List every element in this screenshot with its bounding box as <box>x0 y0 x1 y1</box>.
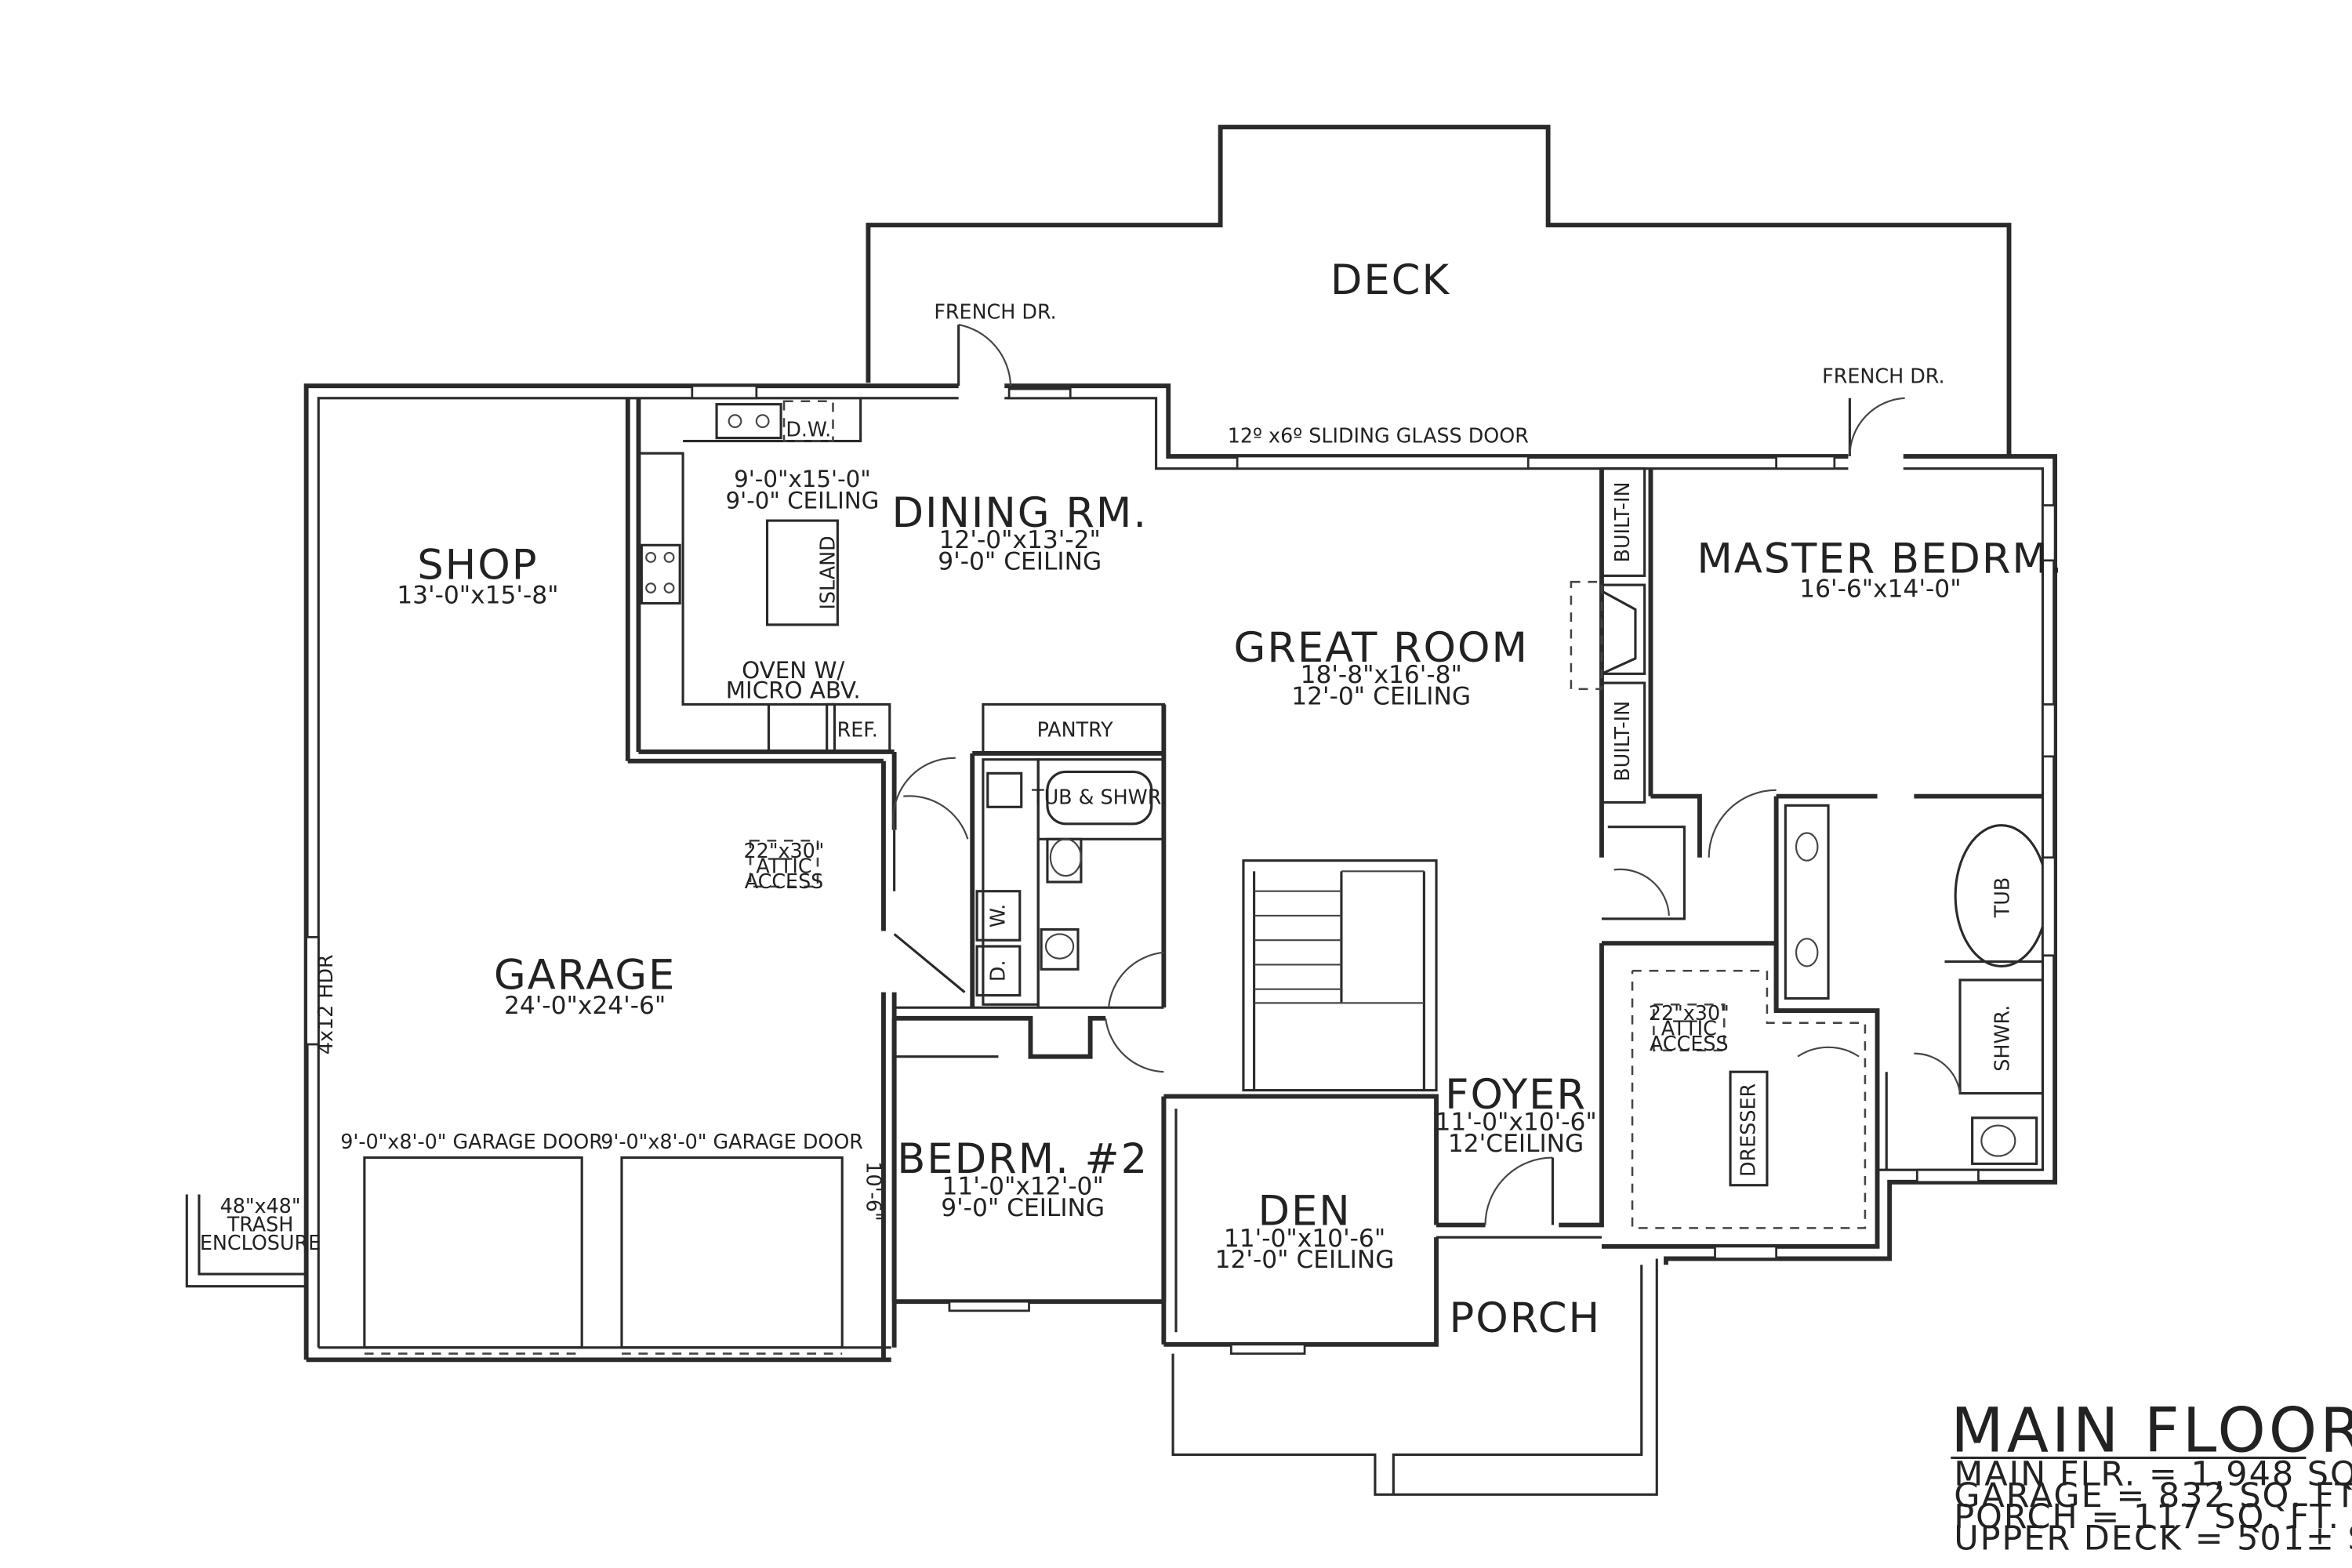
garage-attic-line1: 22"x30" <box>744 839 825 862</box>
exterior-walls <box>303 383 2058 1363</box>
kitchen-size: 9'-0"x15'-0" <box>734 466 871 492</box>
shower-label: SHWR. <box>1991 1005 2014 1072</box>
foyer-size: 11'-0"x10'-6" <box>1435 1108 1596 1136</box>
island-label: ISLAND <box>815 535 839 609</box>
oven-label-line1: OVEN W/ <box>742 657 844 684</box>
garage-attic-line2: ATTIC <box>756 854 811 877</box>
den-ceiling: 12'-0" CEILING <box>1215 1246 1395 1274</box>
master-attic-line1: 22"x30" <box>1649 1001 1730 1025</box>
master-attic-line2: ATTIC <box>1661 1016 1717 1040</box>
master-label: MASTER BEDRM. <box>1697 535 2063 583</box>
bedroom2-ceiling: 9'-0" CEILING <box>941 1194 1105 1222</box>
porch-label: PORCH <box>1450 1294 1602 1342</box>
ref-label: REF. <box>837 717 878 741</box>
bedroom2-size: 11'-0"x12'-0" <box>942 1172 1104 1200</box>
den-size: 11'-0"x10'-6" <box>1224 1225 1385 1253</box>
oven-label-line2: MICRO ABV. <box>726 677 861 704</box>
french-door-right-label: FRENCH DR. <box>1822 364 1944 387</box>
dining-size: 12'-0"x13'-2" <box>939 526 1101 554</box>
garage-door-left-label: 9'-0"x8'-0" GARAGE DOOR <box>340 1130 603 1153</box>
summary-garage: GARAGE = 832 SQ. FT. <box>1954 1476 2352 1515</box>
summary-upper-deck: UPPER DECK = 501± SQ. FT. <box>1954 1519 2352 1559</box>
summary-porch: PORCH = 117 SQ. FT. <box>1954 1497 2340 1537</box>
summary-main-floor: MAIN FLR. = 1,948 SQ. FT. <box>1954 1455 2352 1494</box>
summary-title: MAIN FLOOR LEVE <box>1951 1396 2352 1467</box>
garage-label: GARAGE <box>494 952 676 1000</box>
den-label: DEN <box>1258 1188 1351 1236</box>
master-attic-line3: ACCESS <box>1650 1032 1729 1055</box>
garage-attic-line3: ACCESS <box>745 869 824 893</box>
dresser-label: DRESSER <box>1736 1083 1759 1177</box>
header-label: 4x12 HDR <box>314 954 337 1054</box>
great-room-size: 18'-8"x16'-8" <box>1301 661 1462 689</box>
dryer-label: D. <box>985 960 1009 982</box>
great-room-label: GREAT ROOM <box>1234 624 1529 672</box>
master-size: 16'-6"x14'-0" <box>1799 575 1961 604</box>
trash-line2: TRASH <box>227 1212 294 1236</box>
pantry-label: PANTRY <box>1037 717 1114 741</box>
dishwasher-label: D.W. <box>786 418 831 441</box>
tub-label: TUB <box>1991 877 2014 918</box>
built-in-top-label: BUILT-IN <box>1610 482 1634 563</box>
trash-line3: ENCLOSURE <box>200 1231 321 1254</box>
built-in-bottom-label: BUILT-IN <box>1610 701 1634 782</box>
bedroom2-label: BEDRM. #2 <box>897 1135 1149 1183</box>
kitchen-ceiling: 9'-0" CEILING <box>726 487 880 514</box>
great-room-ceiling: 12'-0" CEILING <box>1291 682 1471 710</box>
interior-walls <box>185 324 2049 1496</box>
garage-door-right-label: 9'-0"x8'-0" GARAGE DOOR <box>601 1130 863 1153</box>
dining-label: DINING RM. <box>891 489 1148 537</box>
shop-size: 13'-0"x15'-8" <box>397 582 558 610</box>
deck-outline <box>866 125 2012 456</box>
french-door-left-label: FRENCH DR. <box>934 299 1056 323</box>
shop-label: SHOP <box>417 541 538 589</box>
dining-ceiling: 9'-0" CEILING <box>938 548 1102 576</box>
washer-label: W. <box>985 904 1009 927</box>
foyer-label: FOYER <box>1445 1071 1587 1119</box>
tub-shower-label: TUB & SHWR. <box>1031 785 1167 808</box>
garage-height-label: 10'-6" <box>862 1161 885 1221</box>
foyer-ceiling: 12'CEILING <box>1448 1130 1584 1158</box>
openings <box>305 384 2056 1355</box>
garage-size: 24'-0"x24'-6" <box>504 992 666 1020</box>
deck-label: DECK <box>1330 256 1450 304</box>
sliding-door-label: 12º x6º SLIDING GLASS DOOR <box>1228 423 1529 447</box>
trash-line1: 48"x48" <box>220 1194 301 1218</box>
